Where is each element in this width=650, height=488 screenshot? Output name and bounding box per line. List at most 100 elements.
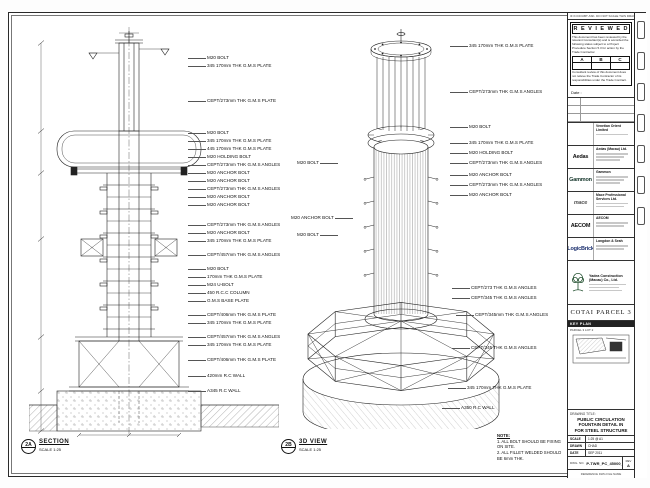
meta-label: SCALE [568,436,586,442]
annotation-label: CEPT/457mm THK G.M.S ANGLES [187,334,281,339]
drawing-sheet: M20 BOLT 345 170mm THK G.M.S PLATE CEPT/27… [8,12,647,478]
venetian-logo [568,123,594,145]
company-address-stub [596,222,628,224]
status-column-a: A [573,56,592,69]
dwg-no-label: DWG. NO. [570,461,585,465]
company-address-stub [596,153,628,155]
fold-mark [637,114,645,132]
company-address-stub [596,205,625,208]
detail-bubble-icon: 2B [281,439,296,454]
company-name: Langdon & Seah [596,239,623,243]
annotation-label: CEPT/457mm THK G.M.S ANGLES [187,252,281,257]
company-address-stub [596,248,625,250]
callout-tag: 2B [285,441,292,448]
fold-mark [637,83,645,101]
annotation-label: CEPT/273mm THK G.M.S ANGLES [187,186,281,191]
key-plan-caption: PARCEL 3 LOT 2 [570,328,594,332]
meta-value: CHAD [588,444,598,448]
annotation-label: M20 BOLT [188,55,229,60]
annotation-label: G.M.S BASE PLATE [187,298,250,303]
annotation-label: 345 170mm THK G.M.S PLATE [447,385,532,390]
company-name: AECOM [596,216,609,220]
contractor-box: Yadea Construction (Macau) Co., Ltd. [568,261,634,305]
contractor-address-stub [589,283,626,286]
annotation-label: CEPT/406mm THK G.M.S PLATE [187,357,277,362]
note-line: 1. ALL BOLT SHOULD BE FIXING ON SITE. [497,438,561,450]
iso-view-drawing [289,29,529,439]
fold-mark [637,207,645,225]
annotation-label: CEPT/273 THK G.M.S ANGLES [452,285,537,290]
annotation-label: 170mm THK G.M.S PLATE [187,274,263,279]
notes-block: NOTE: 1. ALL BOLT SHOULD BE FIXING ON SI… [497,433,567,461]
rev-label: REV [625,458,632,463]
company-address-stub [596,245,628,247]
gammon-logo: Gammon [568,169,594,191]
reviewed-paragraph-2: Consultant review of this document does … [572,70,627,82]
contractor-tree-logo-icon [572,272,584,291]
annotation-label: CEPT/273mm THK G.M.S ANGLES [449,160,543,165]
drawing-title-line: FOR STEEL STRUCTURE [574,427,628,433]
annotation-label: M20 BOLT [297,232,338,237]
annotation-label: 345 170mm THK G.M.S PLATE [187,238,272,243]
reviewed-title: R E V I E W E D [572,24,630,34]
status-column-letter: A [573,57,591,63]
drawing-title-label: DRAWING TITLE: [570,411,596,416]
annotation-label: M20 HOLDING BOLT [187,154,252,159]
fold-mark [637,52,645,70]
view-title: 3D VIEW [299,439,328,445]
company-address-stub [596,202,628,205]
status-column-b: B [592,56,611,69]
annotation-label: A345 R.C WALL [188,388,241,393]
rev-value: A [627,462,630,468]
view-title: SECTION [39,439,70,445]
annotation-label: CEPT/273mm THK G.M.S ANGLES [449,182,543,187]
callout-tag: 2A [25,441,32,448]
annotation-label: M20 ANCHOR BOLT [188,178,250,183]
fold-mark [637,21,645,39]
revision-row [568,106,634,114]
annotation-label: M20 BOLT [188,266,229,271]
status-checkbox [611,63,629,69]
company-address-stub [596,156,625,158]
annotation-label: M20 ANCHOR BOLT [291,215,353,220]
revision-table [568,98,634,123]
status-checkbox [592,63,610,69]
annotation-label: M20 ANCHOR BOLT [188,194,250,199]
reviewed-paragraph-1: This document has been reviewed by the r… [572,34,629,54]
meta-label: DATE [568,450,586,456]
annotation-label: M24 U-BOLT [188,282,234,287]
annotation-label: 445 170mm THK G.M.S PLATE [187,146,272,151]
company-name: Aedas (Macau) Ltd. [596,147,628,151]
company-address-stub [596,159,621,161]
company-address-stub [596,133,628,136]
langdon-logo: LogicBrick [568,238,594,260]
date-row: Date : [568,88,634,98]
section-callout: 2A SECTION SCALE 1:25 [21,439,69,454]
annotation-label: CEPT/273mm THK G.M.S PLATE [187,98,277,103]
key-plan-label: KEY PLAN [568,321,634,327]
company-address-stub [596,182,621,184]
aedas-logo: Aedas [568,146,594,168]
contractor-address-stub [589,286,620,289]
drawing-title-line: PUBLIC CIRCULATION [577,416,625,422]
annotation-label: M20 BOLT [188,130,229,135]
notes-items: 1. ALL BOLT SHOULD BE FIXING ON SITE.2. … [497,439,567,462]
view-scale: SCALE 1:25 [299,446,322,452]
company-address-stub [596,179,625,181]
status-checkbox [573,63,591,69]
annotation-label: CEPT/345mm THK G.M.S ANGLES [455,312,549,317]
annotation-label: M20 BOLT [297,160,338,165]
annotation-label: M20 ANCHOR BOLT [188,230,250,235]
reviewed-stamp: R E V I E W E D This document has been r… [570,22,632,86]
annotation-label: 450 R.C.C COLUMN [188,290,250,295]
annotation-label: CEPT/345 THK G.M.S ANGLES [452,295,537,300]
annotation-label: 345 170mm THK G.M.S PLATE [187,320,272,325]
company-name: Mace Professional Services Ltd. [596,193,626,201]
